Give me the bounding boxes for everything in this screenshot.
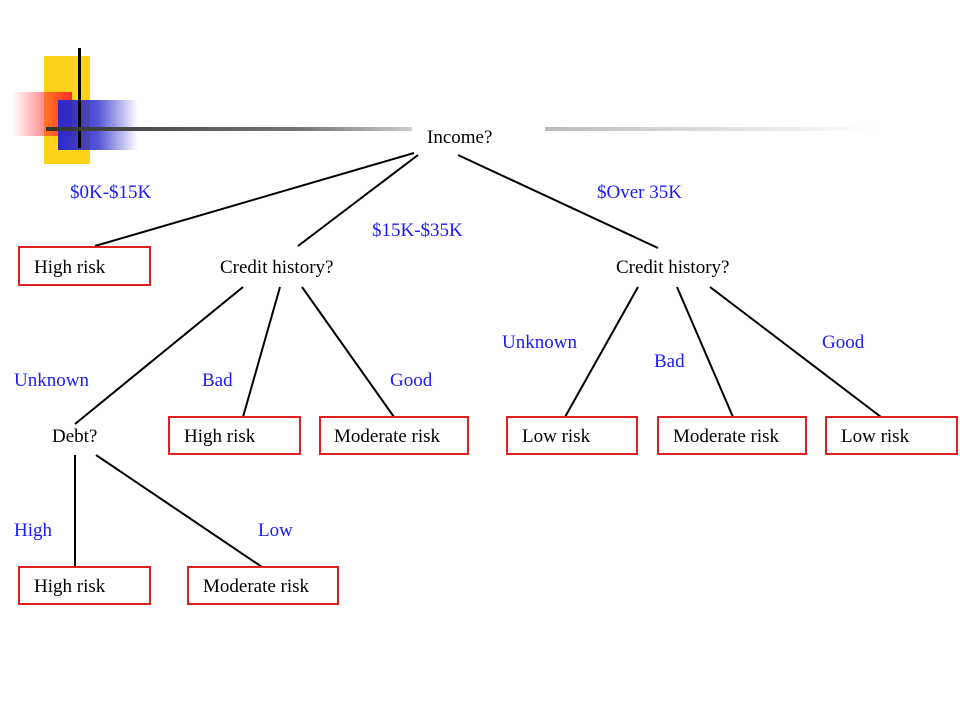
branch-income-low: $0K-$15K (70, 182, 152, 203)
branch-high-good: Good (822, 332, 865, 353)
edge-mid-good (301, 286, 395, 418)
decor-rule-left (46, 127, 412, 131)
leaf-income-low-label: High risk (34, 257, 106, 278)
edge-high-bad (676, 286, 734, 418)
edge-high-good (709, 286, 882, 418)
branch-debt-low: Low (258, 520, 293, 541)
branch-high-unknown: Unknown (502, 332, 577, 353)
branch-income-high: $Over 35K (597, 182, 682, 203)
edge-income-mid (297, 154, 419, 247)
branch-income-mid: $15K-$35K (372, 220, 463, 241)
edge-mid-bad (242, 286, 281, 418)
leaf-high-good: Low risk (825, 416, 958, 455)
leaf-debt-low-label: Moderate risk (203, 576, 310, 597)
credit-high-node-label: Credit history? (616, 257, 729, 278)
leaf-income-low: High risk (18, 246, 151, 286)
root-node-label: Income? (427, 127, 492, 148)
slide-decoration (12, 48, 875, 164)
leaf-mid-good-label: Moderate risk (334, 426, 441, 447)
credit-mid-node-label: Credit history? (220, 257, 333, 278)
edge-high-unknown (564, 286, 639, 418)
branch-labels: $0K-$15K $15K-$35K $Over 35K Unknown Bad… (14, 182, 865, 541)
leaf-high-bad-label: Moderate risk (673, 426, 780, 447)
branch-mid-bad: Bad (202, 370, 233, 391)
leaf-mid-good: Moderate risk (319, 416, 469, 455)
decision-nodes: Income? Credit history? Credit history? … (52, 127, 729, 447)
branch-debt-high: High (14, 520, 53, 541)
decor-vertical-line (78, 48, 81, 148)
tree-edges (74, 152, 882, 568)
leaf-high-bad: Moderate risk (657, 416, 807, 455)
leaf-high-unknown: Low risk (506, 416, 638, 455)
debt-node-label: Debt? (52, 426, 97, 447)
branch-mid-good: Good (390, 370, 433, 391)
branch-mid-unknown: Unknown (14, 370, 89, 391)
decor-rule-right (545, 127, 875, 131)
edge-income-high (457, 154, 659, 249)
decor-blue-square (58, 100, 138, 150)
leaf-debt-high: High risk (18, 566, 151, 605)
leaf-nodes: High risk High risk Moderate risk Low ri… (18, 246, 958, 605)
edge-income-low (94, 152, 415, 247)
edge-mid-unknown (74, 286, 244, 425)
leaf-high-good-label: Low risk (841, 426, 910, 447)
leaf-mid-bad-label: High risk (184, 426, 256, 447)
leaf-debt-low: Moderate risk (187, 566, 339, 605)
edge-debt-low (95, 454, 263, 568)
leaf-high-unknown-label: Low risk (522, 426, 591, 447)
leaf-mid-bad: High risk (168, 416, 301, 455)
branch-high-bad: Bad (654, 351, 685, 372)
leaf-debt-high-label: High risk (34, 576, 106, 597)
